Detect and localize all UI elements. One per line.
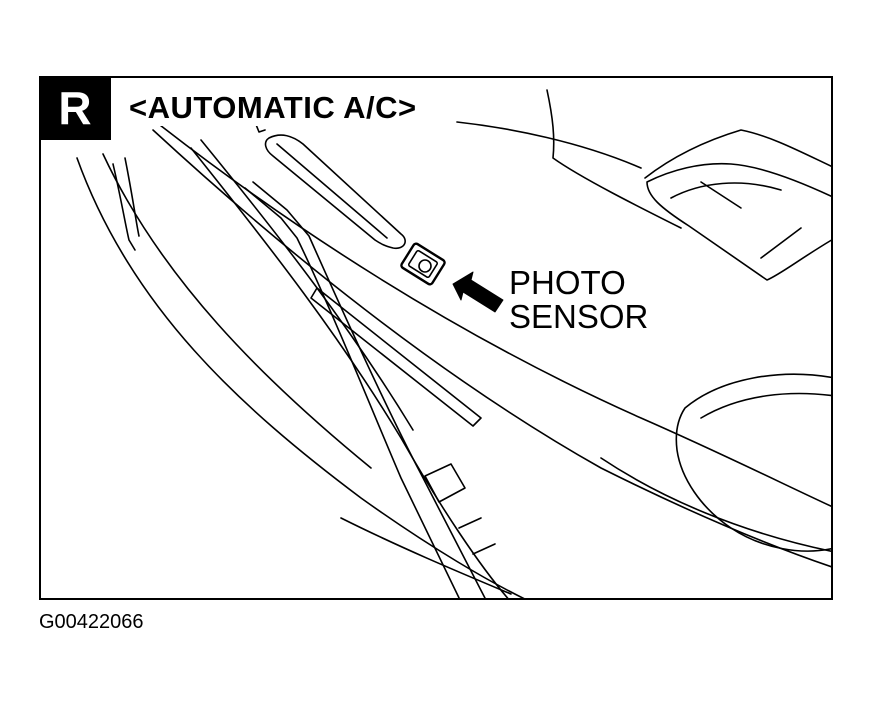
windshield-edge-outer: [76, 157, 525, 598]
photo-sensor-housing: [400, 242, 446, 286]
windshield-edge-inner: [102, 153, 372, 469]
figure-code: G00422066: [39, 611, 144, 633]
dashboard-crease: [340, 517, 512, 595]
mirror-body: [644, 129, 831, 179]
dashboard-top-edge: [150, 117, 831, 508]
instrument-pod-inner: [700, 392, 831, 419]
wiper-arm: [244, 187, 460, 598]
photo-sensor-callout: PHOTO SENSOR: [509, 264, 649, 335]
photo-sensor-lens: [418, 259, 432, 273]
dashboard-illustration: [76, 89, 831, 598]
windshield-top-right: [456, 121, 642, 169]
pillar-trim: [112, 163, 136, 251]
callout-line-2: SENSOR: [509, 298, 649, 335]
wiper-pivot-cap: [424, 463, 466, 503]
section-badge: R: [41, 78, 111, 140]
wiper-blade-edge: [200, 139, 414, 431]
wiper-link: [310, 287, 482, 427]
wiper-arm-edge: [252, 181, 486, 598]
diagram-frame: R <AUTOMATIC A/C> PHOTO SENSOR: [39, 76, 833, 600]
mirror-glass: [646, 162, 831, 281]
mirror-mount: [546, 89, 682, 229]
mirror-hatch: [700, 181, 742, 209]
instrument-pod: [675, 373, 831, 552]
wiper-hatch-1: [458, 517, 482, 529]
defroster-vent-inner: [276, 143, 388, 239]
dash-lower-right: [600, 457, 831, 552]
wiper-hatch-2: [472, 543, 496, 555]
defroster-vent: [264, 134, 406, 250]
dashboard-front-edge: [152, 129, 831, 568]
wiper-blade: [190, 147, 509, 598]
mirror-hatch-2: [760, 227, 802, 259]
callout-line-1: PHOTO: [509, 264, 626, 301]
photo-sensor-bezel: [408, 249, 438, 279]
arrow-right-icon: [452, 271, 504, 313]
diagram-heading: <AUTOMATIC A/C>: [127, 90, 423, 126]
mirror-inner: [670, 182, 782, 199]
pillar-trim-inner: [124, 157, 140, 237]
